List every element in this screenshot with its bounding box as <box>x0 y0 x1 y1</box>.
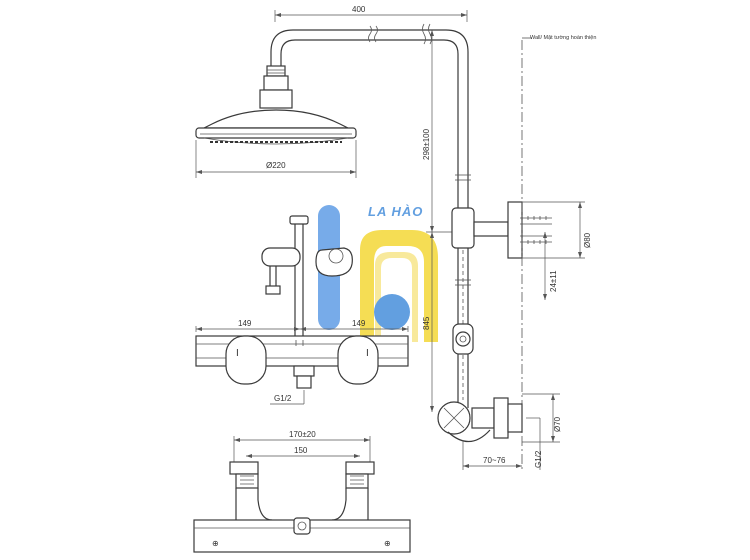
wall-bracket: Ø80 <box>451 201 592 259</box>
side-diverter-valve: Ø70 G1/2 70~76 <box>437 393 562 470</box>
slide-rail <box>261 215 353 340</box>
shower-arm <box>270 23 469 210</box>
label-valve-height: 845 <box>422 316 431 330</box>
label-outlet-thread: G1/2 <box>274 394 292 403</box>
thermostatic-bar-valve-plan: 170±20 150 ⊕ ⊕ <box>193 430 411 553</box>
label-head-diameter: Ø220 <box>266 161 286 170</box>
label-arm-length: 400 <box>352 5 366 14</box>
label-inlet-thread: G1/2 <box>534 450 543 468</box>
thermostatic-bar-valve-front: I I 149 149 G1/2 <box>195 319 409 405</box>
label-valve-spacing-right: 149 <box>352 319 366 328</box>
logo-watermark: LA HÀO <box>318 204 438 342</box>
svg-text:⊕: ⊕ <box>384 539 391 548</box>
label-column-height: 298±100 <box>422 128 431 160</box>
label-wall: Wall/ Mặt tường hoàn thiện <box>530 35 596 41</box>
dimension-bracket-offset: 24±11 <box>543 232 558 300</box>
label-wall-distance: 70~76 <box>483 456 506 465</box>
label-inlet-centres: 170±20 <box>289 430 316 439</box>
logo-text: LA HÀO <box>368 204 423 219</box>
logo-arch-yellow <box>360 230 438 342</box>
label-valve-spacing-left: 149 <box>238 319 252 328</box>
label-bracket-diameter: Ø80 <box>583 232 592 248</box>
rain-shower-head: Ø220 <box>195 65 357 178</box>
logo-dot-blue <box>374 294 410 330</box>
svg-text:I: I <box>366 348 369 359</box>
svg-text:I: I <box>236 348 239 359</box>
dimension-column-height: 298±100 <box>422 30 434 232</box>
svg-text:⊕: ⊕ <box>212 539 219 548</box>
label-inlet-centres-nominal: 150 <box>294 446 308 455</box>
logo-arch-inner <box>375 252 418 342</box>
label-bracket-offset: 24±11 <box>549 270 558 292</box>
column-coupling <box>452 323 474 355</box>
label-inlet-diameter: Ø70 <box>553 416 562 432</box>
finished-wall: Wall/ Mặt tường hoàn thiện <box>521 35 596 470</box>
dimension-arm-length: 400 <box>274 5 468 22</box>
